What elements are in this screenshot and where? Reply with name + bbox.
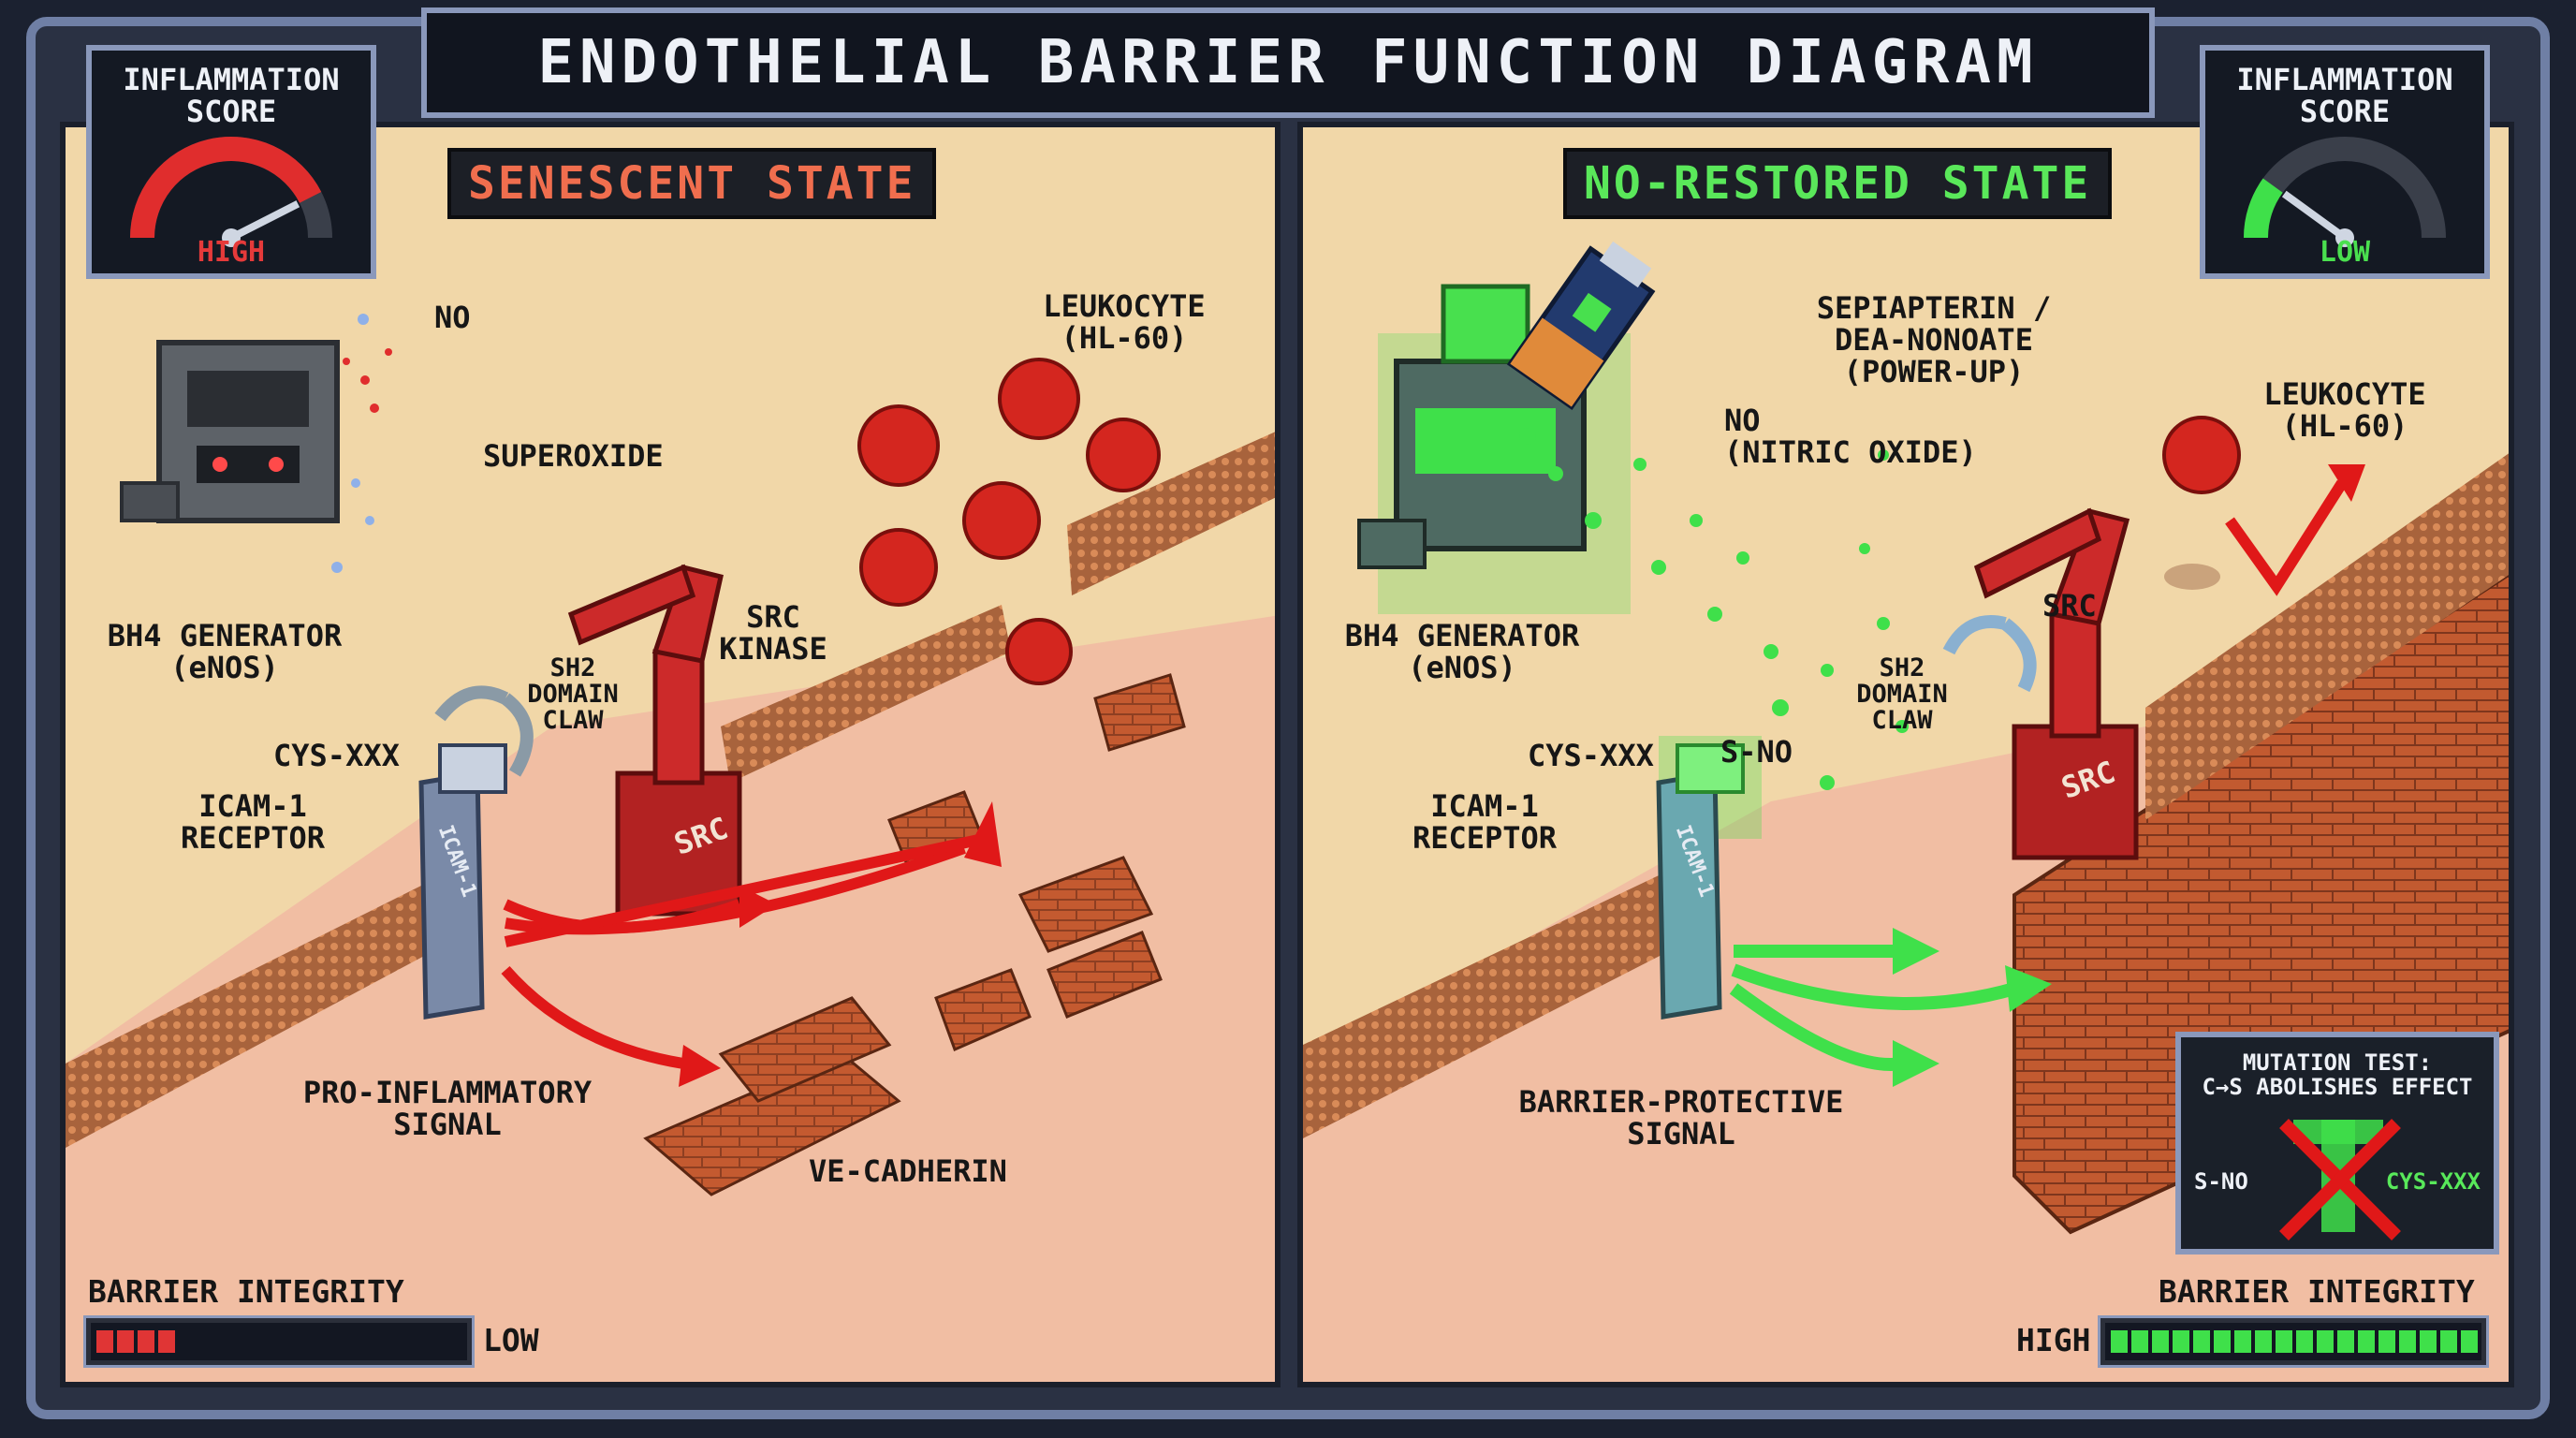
page-title: ENDOTHELIAL BARRIER FUNCTION DIAGRAM <box>537 28 2039 97</box>
deflect-arrow <box>2225 479 2348 596</box>
no-restored-state-title: NO-RESTORED STATE <box>1563 148 2113 219</box>
icam-1-receptor-label: ICAM-1 RECEPTOR <box>1412 788 1558 856</box>
gauge-title: INFLAMMATION SCORE <box>123 62 340 129</box>
barrier-integrity-bar-left <box>86 1318 472 1365</box>
barrier-segment <box>2296 1330 2313 1353</box>
sepiapterin-label: SEPIAPTERIN / DEA-NONOATE (POWER-UP) <box>1816 290 2052 389</box>
barrier-integrity-title-left: BARRIER INTEGRITY <box>88 1273 404 1310</box>
icam-1-receptor-active <box>1656 736 1762 1020</box>
senescent-illustration <box>66 127 1275 1382</box>
title-banner: ENDOTHELIAL BARRIER FUNCTION DIAGRAM <box>421 7 2155 118</box>
membrane-wall-left <box>66 867 468 1148</box>
mutation-s-no: S-NO <box>2194 1168 2248 1195</box>
pro-inflammatory-signal-label: PRO-INFLAMMATORY SIGNAL <box>302 1075 593 1142</box>
no-label: NO <box>434 300 471 335</box>
src-arm <box>1942 507 2139 860</box>
senescent-state-title: SENESCENT STATE <box>447 148 937 219</box>
arrow-heads <box>679 801 1002 1087</box>
barrier-integrity-bar-right <box>2100 1318 2486 1365</box>
inflammation-gauge-right: INFLAMMATION SCORE LOW <box>2200 45 2490 279</box>
barrier-integrity-fill-right <box>2111 1323 2481 1360</box>
mutation-test-box: MUTATION TEST: C→S ABOLISHES EFFECT S-NO… <box>2175 1032 2499 1255</box>
leukocyte-shadow <box>2164 564 2220 590</box>
barrier-segment <box>138 1330 154 1353</box>
mutation-cross-icon <box>2279 1119 2401 1240</box>
barrier-segment <box>2420 1330 2437 1353</box>
membrane-wall-mid <box>721 605 1011 783</box>
superoxide-particles <box>343 348 392 413</box>
mutation-cys-xxx: CYS-XXX <box>2385 1168 2481 1195</box>
icam-1-receptor <box>418 743 507 1020</box>
barrier-segment <box>2173 1330 2189 1353</box>
deflect-arrow-head <box>2328 464 2365 502</box>
nitric-oxide-label: NO (NITRIC OXIDE) <box>1724 403 1977 470</box>
barrier-segment <box>96 1330 113 1353</box>
ve-cadherin-bricks <box>643 673 1186 1196</box>
barrier-segment <box>2399 1330 2416 1353</box>
s-no-label: S-NO <box>1720 734 1793 770</box>
src-kinase-arm <box>434 564 742 917</box>
barrier-segment <box>2337 1330 2354 1353</box>
gauge-value: LOW <box>2319 236 2371 269</box>
sepiapterin-bottle-icon <box>1506 241 1656 410</box>
barrier-segment <box>2131 1330 2148 1353</box>
barrier-segment <box>2276 1330 2292 1353</box>
barrier-integrity-value-right: HIGH <box>2016 1322 2091 1358</box>
bh4-generator-label: BH4 GENERATOR (eNOS) <box>1344 618 1580 685</box>
sh2-domain-claw-label: SH2 DOMAIN CLAW <box>527 653 619 735</box>
bh4-generator-enos <box>120 340 340 523</box>
src-kinase-label: SRC KINASE <box>719 599 827 667</box>
pro-inflammatory-arrows <box>501 833 985 1069</box>
barrier-segment <box>2378 1330 2395 1353</box>
gauge-title: INFLAMMATION SCORE <box>2236 62 2453 129</box>
barrier-integrity-value-left: LOW <box>483 1322 539 1358</box>
senescent-panel: SENESCENT STATE NO SUPEROXIDE BH4 GENERA… <box>60 122 1281 1387</box>
speedometer-icon <box>130 137 332 247</box>
barrier-segment <box>117 1330 134 1353</box>
membrane-wall-right <box>1067 432 1275 595</box>
nitric-oxide-particles <box>1519 428 1909 790</box>
barrier-segment <box>2317 1330 2334 1353</box>
gauge-value: HIGH <box>197 236 266 269</box>
barrier-protective-signal-label: BARRIER-PROTECTIVE SIGNAL <box>1518 1084 1844 1152</box>
superoxide-label: SUPEROXIDE <box>483 438 664 474</box>
membrane-wall-top <box>2145 453 2509 820</box>
barrier-segment <box>2440 1330 2457 1353</box>
leukocyte <box>2162 416 2241 494</box>
no-particles <box>331 314 374 573</box>
vessel-lumen <box>66 615 1275 1382</box>
speedometer-icon <box>2244 137 2446 247</box>
barrier-protective-arrows <box>1729 944 2016 1071</box>
leukocyte-label: LEUKOCYTE (HL-60) <box>1043 288 1206 356</box>
bh4-generator-enos-active <box>1357 284 1631 614</box>
barrier-segment <box>2193 1330 2210 1353</box>
barrier-segment <box>2214 1330 2231 1353</box>
membrane-wall-left <box>1303 858 1705 1138</box>
barrier-integrity-title-right: BARRIER INTEGRITY <box>2159 1273 2475 1310</box>
barrier-segment <box>2358 1330 2375 1353</box>
barrier-segment <box>2152 1330 2169 1353</box>
barrier-segment <box>158 1330 175 1353</box>
cys-xxx-label: CYS-XXX <box>1528 738 1654 773</box>
sh2-domain-claw-label: SH2 DOMAIN CLAW <box>1856 653 1948 735</box>
icam-1-receptor-label: ICAM-1 RECEPTOR <box>180 788 326 856</box>
inflammation-gauge-left: INFLAMMATION SCORE HIGH <box>86 45 376 279</box>
arrow-heads <box>1893 928 2052 1087</box>
ve-cadherin-label: VE-CADHERIN <box>809 1153 1007 1189</box>
barrier-segment <box>2255 1330 2272 1353</box>
bh4-generator-label: BH4 GENERATOR (eNOS) <box>107 618 343 685</box>
leukocytes <box>857 358 1161 685</box>
barrier-segment <box>2461 1330 2478 1353</box>
src-label: SRC <box>2042 588 2097 624</box>
cys-xxx-label: CYS-XXX <box>273 738 400 773</box>
barrier-segment <box>2111 1330 2128 1353</box>
barrier-segment <box>2234 1330 2251 1353</box>
leukocyte-label: LEUKOCYTE (HL-60) <box>2263 376 2426 444</box>
mutation-test-title: MUTATION TEST: C→S ABOLISHES EFFECT <box>2202 1049 2473 1100</box>
barrier-integrity-fill-left <box>96 1323 467 1360</box>
